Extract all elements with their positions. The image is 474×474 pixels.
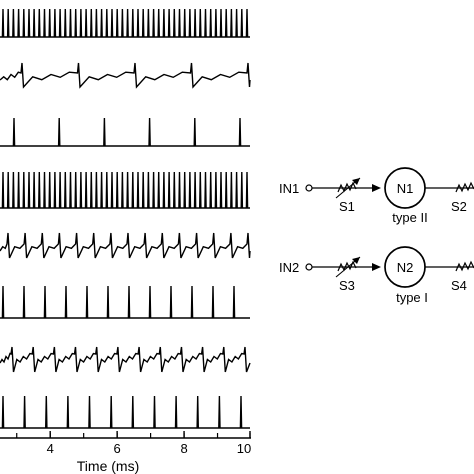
trace-7 [0, 346, 251, 373]
synapse-resistor-2 [455, 181, 474, 193]
voltage-traces [0, 8, 251, 429]
input-terminal-1 [305, 184, 313, 192]
input-terminal-2 [305, 263, 313, 271]
synapse-label-s2: S2 [451, 199, 467, 214]
input-label-2: IN2 [279, 260, 299, 275]
tick-label: 8 [180, 441, 187, 456]
trace-1 [0, 8, 250, 38]
neuron-type-n2: type I [396, 290, 428, 305]
trace-3 [0, 117, 250, 147]
tick-label: 10 [237, 441, 251, 456]
trace-2 [0, 62, 251, 89]
tick-label: 4 [47, 441, 54, 456]
synapse-resistor-3 [337, 260, 357, 272]
neuron-label-n2: N2 [397, 260, 414, 275]
x-axis-title: Time (ms) [77, 458, 139, 474]
tick-label: 6 [114, 441, 121, 456]
trace-8 [0, 395, 250, 429]
circuit-row-1: IN1 S1 N1 type II S2 [279, 167, 474, 225]
synapse-arrow-head-3 [352, 257, 360, 264]
trace-5 [0, 232, 251, 259]
synapse-resistor-4 [455, 260, 474, 272]
synapse-label-s3: S3 [339, 278, 355, 293]
synapse-label-s1: S1 [339, 199, 355, 214]
neuron-label-n1: N1 [397, 181, 414, 196]
time-axis: 4 6 8 10 Time (ms) [0, 431, 251, 474]
trace-6 [0, 285, 250, 319]
arrow-head-1 [372, 184, 381, 192]
trace-4 [0, 171, 250, 209]
synapse-label-s4: S4 [451, 278, 467, 293]
circuit-row-2: IN2 S3 N2 type I S4 [279, 246, 474, 305]
input-label-1: IN1 [279, 181, 299, 196]
synapse-resistor-1 [337, 181, 357, 193]
synapse-arrow-head-1 [352, 178, 360, 185]
arrow-head-2 [372, 263, 381, 271]
neuron-type-n1: type II [392, 210, 427, 225]
